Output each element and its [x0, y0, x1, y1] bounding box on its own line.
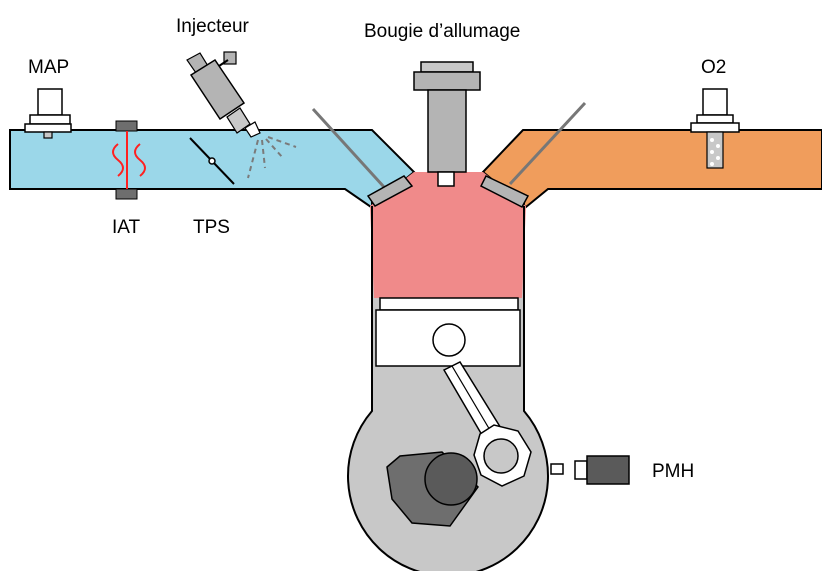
exhaust-valve-stem: [508, 101, 587, 186]
piston: [375, 297, 521, 367]
intake-manifold: [9, 129, 416, 209]
cylinder-walls: [371, 206, 525, 300]
label-map: MAP: [28, 57, 70, 78]
crank-pin: [483, 438, 519, 474]
fuel-spray: [247, 136, 297, 179]
label-o2: O2: [701, 57, 727, 78]
crankshaft: [424, 452, 478, 506]
exhaust-valve-head: [479, 175, 530, 209]
iat-sensor: [112, 120, 146, 200]
label-injector: Injecteur: [176, 16, 249, 37]
combustion-chamber: [370, 172, 526, 298]
pmh-sensor: [550, 455, 630, 485]
intake-valve-stem: [311, 107, 386, 189]
fuel-injector: [186, 51, 261, 138]
map-sensor: [24, 88, 72, 139]
piston-pin: [432, 323, 466, 357]
o2-sensor: [690, 88, 740, 169]
label-iat: IAT: [112, 217, 141, 238]
throttle-plate: [189, 137, 235, 185]
label-pmh: PMH: [652, 461, 695, 482]
intake-valve-head: [366, 175, 414, 207]
spark-plug: [413, 61, 481, 187]
label-spark-plug: Bougie d’allumage: [364, 21, 521, 42]
exhaust-manifold: [481, 129, 822, 209]
label-tps: TPS: [193, 217, 230, 238]
